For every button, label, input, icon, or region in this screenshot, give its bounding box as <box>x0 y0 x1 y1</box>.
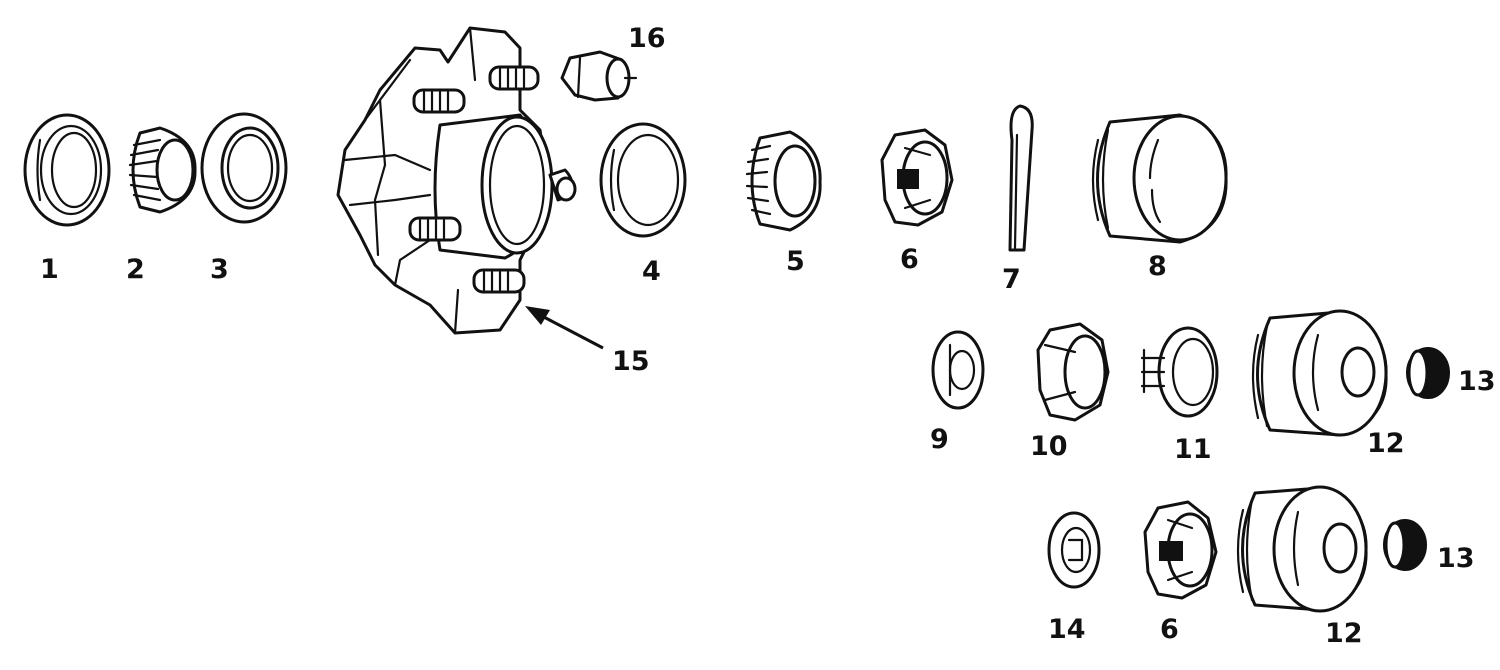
part-16-lug-nut <box>560 50 638 102</box>
label-part-15: 15 <box>612 346 650 377</box>
part-7-cotter-pin <box>1008 104 1034 252</box>
part-4-bearing-cup <box>599 122 687 238</box>
part-14-washer <box>1047 511 1101 589</box>
label-part-12: 12 <box>1367 428 1405 459</box>
label-part-11: 11 <box>1174 434 1212 465</box>
part-13-rubber-plug-alt <box>1383 519 1427 571</box>
label-part-2: 2 <box>126 254 145 285</box>
label-part-4: 4 <box>642 256 661 287</box>
part-12-dust-cap-alt <box>1236 485 1368 613</box>
part-6-castle-nut-alt <box>1143 500 1218 600</box>
part-1-bearing-cup <box>23 113 111 227</box>
label-part-6: 6 <box>900 244 919 275</box>
label-part-14: 14 <box>1048 614 1086 645</box>
hub-stud-lower-left <box>408 216 462 242</box>
label-part-8: 8 <box>1148 251 1167 282</box>
part-9-washer <box>931 330 985 410</box>
label-part-3: 3 <box>210 254 229 285</box>
label-part-10: 10 <box>1030 431 1068 462</box>
label-part-13: 13 <box>1458 366 1496 397</box>
part-5-bearing-cone <box>745 130 822 232</box>
part-13-rubber-plug <box>1406 347 1450 399</box>
hub-stud-lower <box>472 268 526 294</box>
label-part-9: 9 <box>930 424 949 455</box>
part-8-dust-cap <box>1091 113 1228 244</box>
part-3-grease-seal <box>200 112 288 224</box>
label-part-7: 7 <box>1002 264 1021 295</box>
label-part-6-alt: 6 <box>1160 614 1179 645</box>
label-part-5: 5 <box>786 246 805 277</box>
hub-stud-upper <box>488 65 540 91</box>
arrow-to-stud <box>525 306 604 350</box>
part-2-bearing-cone <box>128 126 197 214</box>
part-6-castle-nut <box>880 128 954 227</box>
label-part-13-alt: 13 <box>1437 543 1475 574</box>
part-12-dust-cap <box>1251 309 1388 437</box>
part-11-locking-retainer <box>1140 326 1219 418</box>
label-part-12-alt: 12 <box>1325 618 1363 649</box>
hub-stud-upper-left <box>412 88 466 114</box>
part-10-hex-nut <box>1036 322 1110 422</box>
part-15-hub <box>336 26 577 335</box>
label-part-1: 1 <box>40 254 59 285</box>
label-part-16: 16 <box>628 23 666 54</box>
